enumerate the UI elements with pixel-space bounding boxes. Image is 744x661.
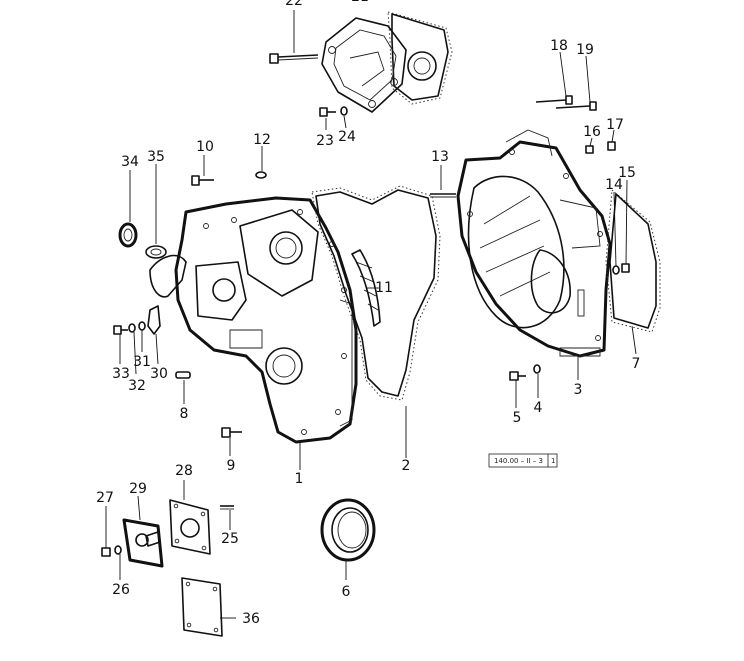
part-12-nut xyxy=(255,146,267,179)
part-7-gasket-plate xyxy=(605,188,661,355)
callout-36: 36 xyxy=(242,611,260,627)
part-21-housing xyxy=(321,11,453,113)
callout-28: 28 xyxy=(175,463,193,479)
part-15-nut xyxy=(621,179,630,273)
part-16-nut xyxy=(585,137,594,154)
part-19-bolt xyxy=(555,55,597,111)
callout-23: 23 xyxy=(316,133,334,149)
part-11-seal-strip xyxy=(351,249,381,327)
figure-sheet-number: 1 xyxy=(551,457,555,465)
part-6-seal-ring xyxy=(320,498,376,580)
part-25-stud xyxy=(220,505,234,530)
part-4-washer xyxy=(533,364,541,398)
figure-reference-code: 140.00 – II – 3 xyxy=(494,457,543,465)
callout-13: 13 xyxy=(431,149,449,165)
callout-31: 31 xyxy=(133,354,151,370)
callout-18: 18 xyxy=(550,38,568,54)
part-22-bolt xyxy=(269,10,319,64)
part-18-bolt xyxy=(535,51,573,105)
callout-9: 9 xyxy=(227,458,236,474)
callout-5: 5 xyxy=(513,410,522,426)
callout-4: 4 xyxy=(534,400,543,416)
part-13-stud xyxy=(430,165,456,198)
callout-34: 34 xyxy=(121,154,139,170)
figure-reference-box: 140.00 – II – 3 1 xyxy=(488,453,558,468)
part-2-gasket xyxy=(311,185,441,458)
callout-21: 21 xyxy=(351,0,369,5)
callout-12: 12 xyxy=(253,132,271,148)
callout-26: 26 xyxy=(112,582,130,598)
part-3-flywheel-housing xyxy=(456,129,612,380)
part-10-bolt xyxy=(191,155,214,186)
part-23-24-bolt-washer xyxy=(319,106,348,130)
callout-3: 3 xyxy=(574,382,583,398)
part-17-nut xyxy=(607,129,616,151)
callout-35: 35 xyxy=(147,149,165,165)
part-1-timing-cover xyxy=(149,196,358,470)
part-36-plate xyxy=(181,577,236,637)
callout-29: 29 xyxy=(129,481,147,497)
callout-32: 32 xyxy=(128,378,146,394)
part-5-bolt xyxy=(509,371,526,408)
part-35-seal xyxy=(145,164,167,259)
callout-11: 11 xyxy=(375,280,393,296)
callout-17: 17 xyxy=(606,117,624,133)
callout-1: 1 xyxy=(295,471,304,487)
callout-7: 7 xyxy=(632,356,641,372)
callout-labels: 22 21 18 19 16 17 23 24 10 12 34 35 13 1… xyxy=(96,0,640,627)
callout-15: 15 xyxy=(618,165,636,181)
callout-10: 10 xyxy=(196,139,214,155)
callout-33: 33 xyxy=(112,366,130,382)
callout-8: 8 xyxy=(180,406,189,422)
part-29-cover xyxy=(122,495,164,568)
callout-25: 25 xyxy=(221,531,239,547)
callout-19: 19 xyxy=(576,42,594,58)
callout-30: 30 xyxy=(150,366,168,382)
callout-16: 16 xyxy=(583,124,601,140)
part-26-washer xyxy=(114,545,122,580)
callout-22: 22 xyxy=(285,0,303,9)
part-14-washer xyxy=(612,191,620,275)
callout-24: 24 xyxy=(338,129,356,145)
callout-2: 2 xyxy=(402,458,411,474)
part-34-bearing xyxy=(118,170,138,248)
part-9-bolt xyxy=(221,427,242,456)
part-28-gasket xyxy=(169,480,211,555)
part-32-washer xyxy=(128,323,137,375)
callout-27: 27 xyxy=(96,490,114,506)
callout-6: 6 xyxy=(342,584,351,600)
part-30-clip xyxy=(147,305,161,365)
callout-14: 14 xyxy=(605,177,623,193)
part-27-nut xyxy=(101,506,111,557)
part-8-dowel xyxy=(175,371,191,404)
part-33-bolt xyxy=(113,325,128,364)
part-31-washer xyxy=(138,321,146,352)
